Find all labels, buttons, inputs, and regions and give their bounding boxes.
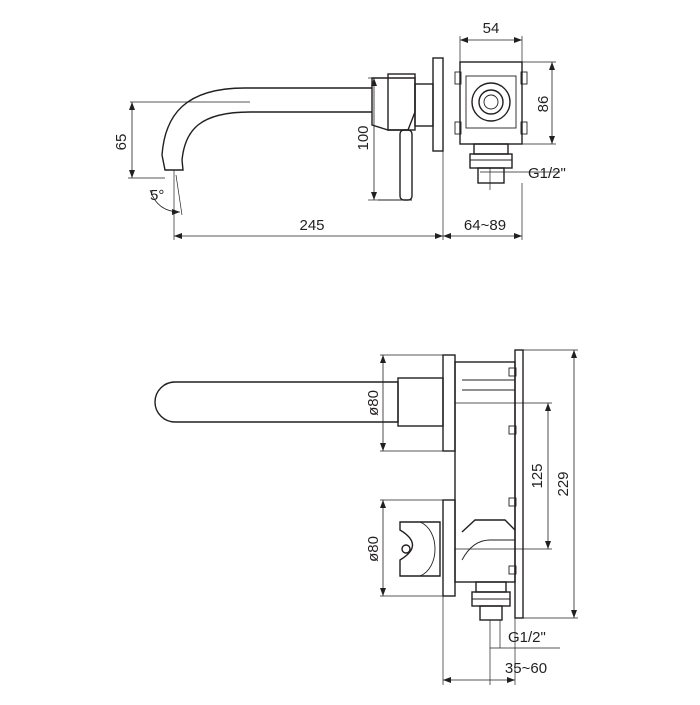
label-width-54: 54 [483, 20, 500, 37]
dimension-lines-side [129, 37, 560, 239]
spout-side [161, 87, 372, 171]
label-spout-drop-65: 65 [113, 134, 130, 151]
label-handle-plate-diameter: ø80 [365, 536, 382, 562]
label-thread-side: G1/2" [528, 165, 566, 182]
back-plate-front [514, 349, 524, 619]
label-thread-front: G1/2" [508, 629, 546, 646]
label-height-86: 86 [535, 96, 552, 113]
label-wall-depth-front: 35~60 [505, 660, 547, 677]
handle-body-side [371, 73, 434, 131]
spout-cover-plate [397, 354, 456, 452]
label-handle-height-100: 100 [355, 125, 372, 150]
inlet-connector-front [471, 581, 511, 621]
label-total-height-229: 229 [555, 471, 572, 496]
side-view: 54 86 65 100 5° 245 64~89 G1/2" [113, 20, 566, 240]
mixer-box-side [454, 61, 528, 184]
handle-cover-plate [399, 499, 456, 597]
front-view: ø80 ø80 125 229 G1/2" 35~60 [154, 349, 578, 685]
label-spout-plate-diameter: ø80 [365, 390, 382, 416]
dimension-lines-front [380, 350, 577, 683]
spout-front [154, 381, 399, 423]
wall-flange-side [432, 57, 444, 152]
label-center-distance-125: 125 [529, 463, 546, 488]
extension-lines-front [380, 349, 578, 685]
label-spout-length-245: 245 [299, 217, 324, 234]
extension-lines-side [128, 36, 556, 240]
label-wall-depth-side: 64~89 [464, 217, 506, 234]
label-spout-angle: 5° [150, 187, 164, 204]
handle-lever-side [378, 129, 413, 201]
